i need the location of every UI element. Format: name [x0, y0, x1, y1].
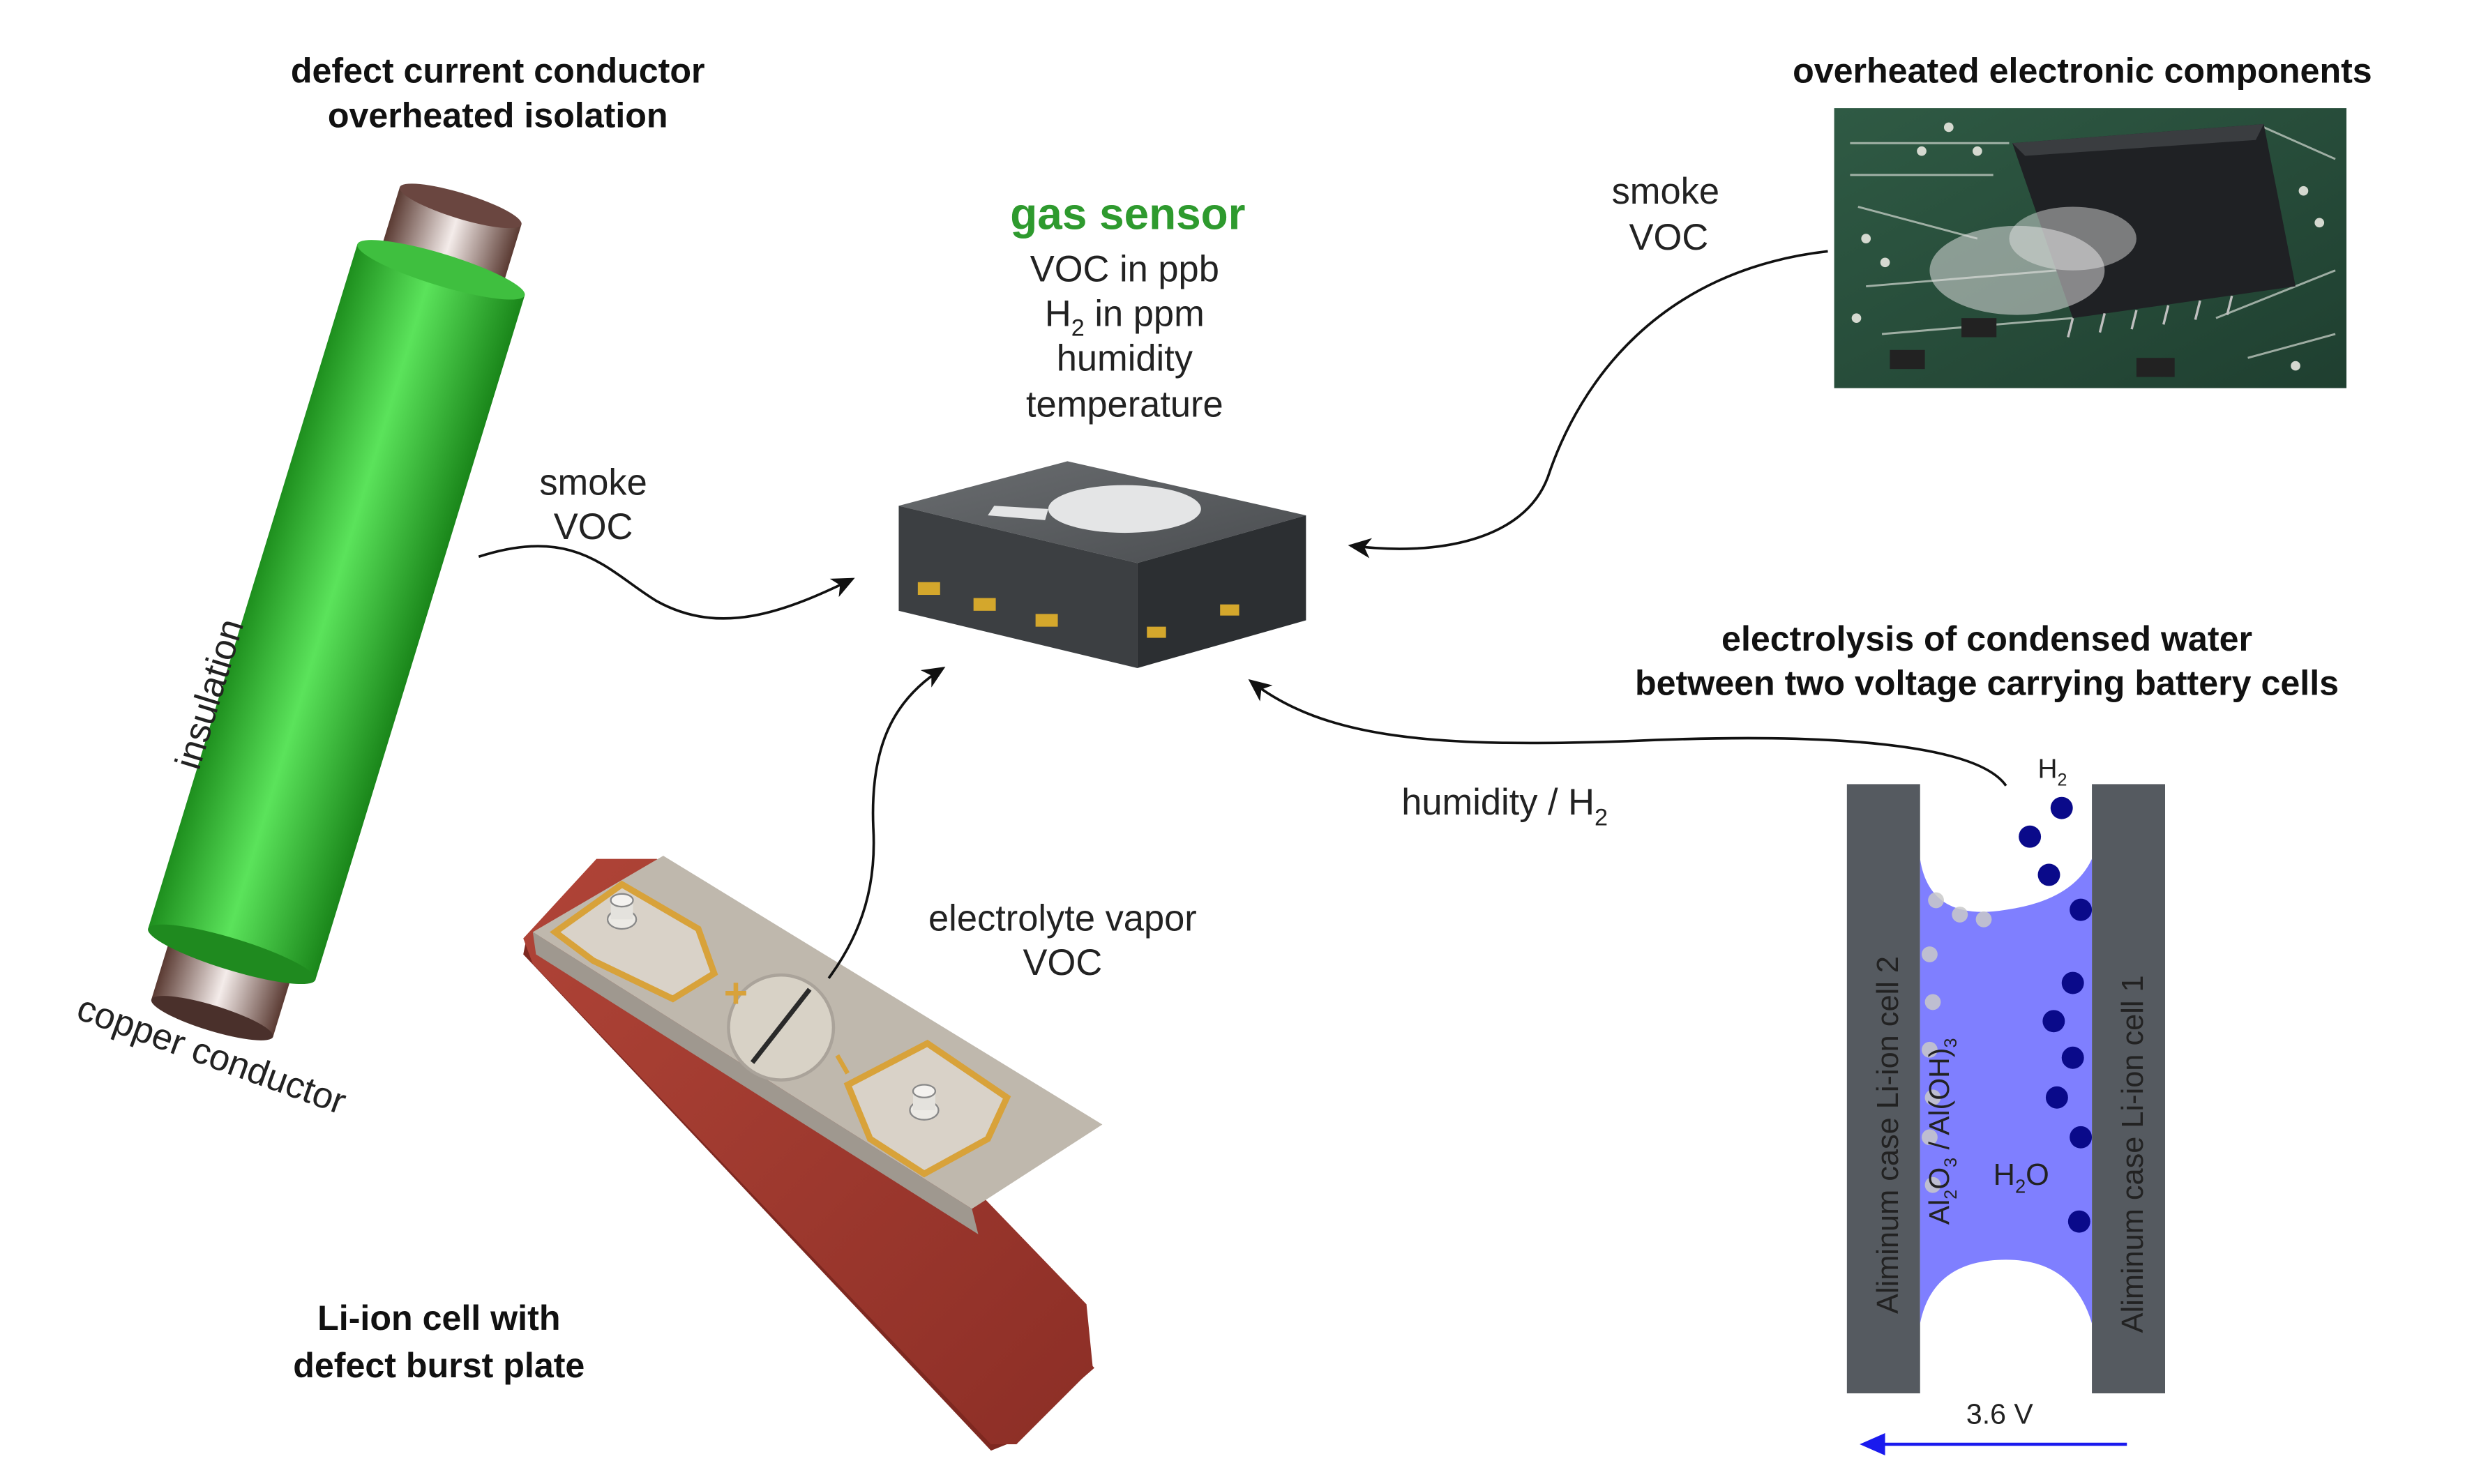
arrow-cells-to-sensor [1248, 679, 2007, 787]
voltage-label: 3.6 V [1966, 1398, 2033, 1430]
cell-wall-2 [1846, 784, 1920, 1393]
defect-conductor-title-line2: overheated isolation [328, 96, 668, 135]
li-ion-title-line1: Li-ion cell with [317, 1298, 560, 1338]
arrow-cable-to-sensor [478, 545, 855, 620]
oxide-label: Al2O3 / Al(OH)3 [1923, 1038, 1961, 1225]
electrolyte-vapor-label: electrolyte vapor [928, 898, 1197, 939]
gas-sensor-title: gas sensor [1010, 188, 1245, 238]
electrolyte-voc-label: VOC [1023, 943, 1103, 983]
gas-sensor-chip [898, 461, 1306, 668]
arrow-battery-to-sensor [827, 667, 946, 979]
h2-bubble-label: H2 [2038, 754, 2067, 789]
defect-conductor-title-line1: defect current conductor [291, 52, 705, 91]
electrolysis-cells [1846, 784, 2165, 1393]
pcb-voc-label: VOC [1629, 218, 1709, 258]
sensor-humidity-reading: humidity [1057, 338, 1193, 379]
arrow-pcb-to-sensor [1348, 250, 1828, 559]
sensor-h2-reading: H2 in ppm [1045, 294, 1205, 342]
water-layer [1920, 858, 2093, 1324]
cell1-label: Aliminum case Li-ion cell 1 [2116, 975, 2150, 1333]
cell-wall-1 [2092, 784, 2165, 1393]
sensor-temperature-reading: temperature [1026, 385, 1223, 425]
cable-smoke-label: smoke [539, 462, 647, 503]
pcb-photo [1834, 108, 2347, 388]
cell2-label: Aliminum case Li-ion cell 2 [1871, 956, 1905, 1314]
water-label: H2O [1994, 1158, 2049, 1197]
battery-plus-sign: + [724, 969, 748, 1016]
electrolysis-title-line2: between two voltage carrying battery cel… [1635, 664, 2339, 703]
pcb-smoke-label: smoke [1612, 172, 1719, 212]
cable-illustration [148, 183, 525, 1040]
voltage-arrow-head [1860, 1433, 1885, 1455]
sensor-voc-reading: VOC in ppb [1030, 250, 1219, 290]
electrolysis-title-line1: electrolysis of condensed water [1721, 619, 2252, 658]
li-ion-title-line2: defect burst plate [293, 1346, 585, 1385]
overheated-components-title: overheated electronic components [1793, 52, 2372, 91]
li-ion-battery [523, 856, 1103, 1451]
cable-insulation [148, 244, 525, 980]
sensor-membrane [1048, 485, 1201, 533]
humidity-h2-label: humidity / H2 [1401, 782, 1608, 831]
cable-voc-label: VOC [554, 507, 633, 547]
